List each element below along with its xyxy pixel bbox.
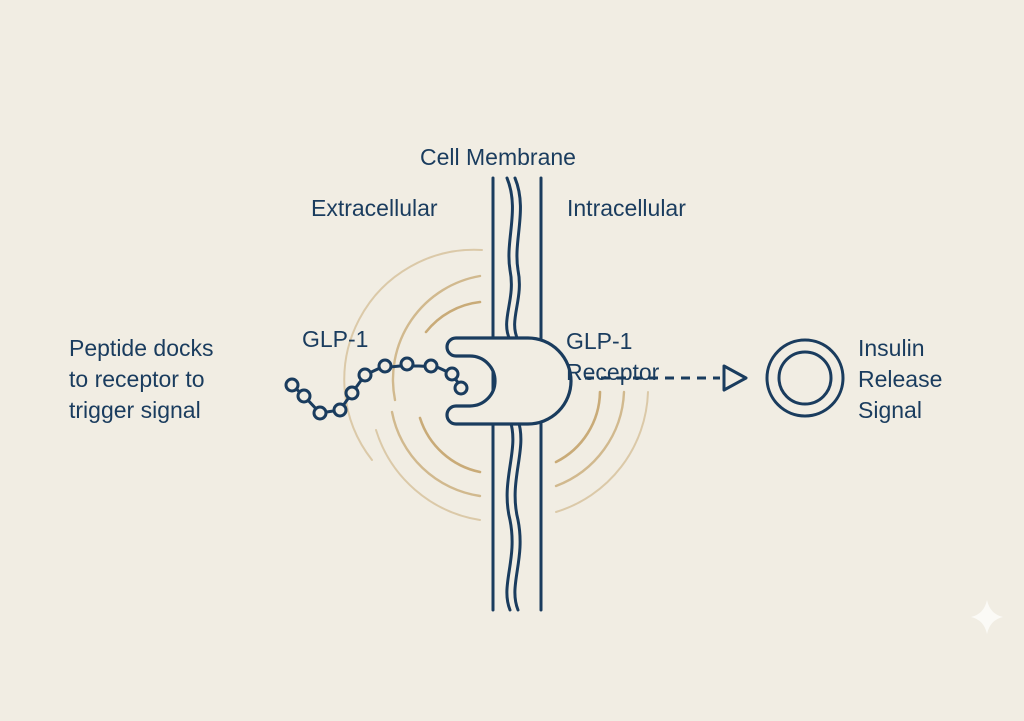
wave-arc — [375, 429, 481, 521]
arrowhead-icon — [722, 364, 748, 392]
amino-acid — [444, 366, 460, 382]
membrane-wave — [513, 176, 522, 342]
signal-waves-left — [343, 248, 483, 521]
amino-acid — [423, 358, 439, 374]
signal-waves-right — [554, 390, 649, 513]
glp1-label: GLP-1 — [302, 326, 369, 352]
inner-ring — [777, 350, 833, 406]
glp1-receptor-shape — [445, 336, 573, 426]
signal-arrow — [585, 364, 748, 392]
insulin-label-line: Release — [858, 366, 943, 392]
amino-acid — [399, 356, 415, 372]
insulin-label-line: Insulin — [858, 335, 925, 361]
receptor-label: GLP-1 Receptor — [566, 326, 659, 388]
outer-ring — [765, 338, 845, 418]
wave-arc — [554, 390, 626, 488]
extracellular-label: Extracellular — [311, 195, 438, 221]
cell-membrane — [491, 176, 543, 612]
membrane-wave — [505, 418, 515, 612]
amino-acid — [344, 385, 360, 401]
wave-arc — [391, 274, 482, 402]
insulin-label: Insulin Release Signal — [858, 333, 942, 426]
amino-acid — [332, 402, 348, 418]
receptor-label-line: GLP-1 — [566, 328, 633, 354]
membrane-title: Cell Membrane — [420, 144, 576, 170]
wave-arc — [343, 248, 483, 461]
receptor-label-line: Receptor — [566, 359, 660, 385]
intracellular-label: Intracellular — [567, 195, 686, 221]
wave-arc — [554, 390, 602, 464]
docking-note-line: trigger signal — [69, 397, 201, 423]
wave-arc — [390, 410, 482, 498]
docking-note: Peptide docks to receptor to trigger sig… — [69, 333, 213, 426]
amino-acid — [312, 405, 328, 421]
wave-arc — [555, 391, 649, 513]
amino-acid — [377, 358, 393, 374]
target-ring-icon — [765, 338, 845, 418]
insulin-label-line: Signal — [858, 397, 922, 423]
peptide-backbone — [290, 364, 463, 415]
amino-acid — [453, 380, 469, 396]
docking-note-line: to receptor to — [69, 366, 205, 392]
amino-acid — [296, 388, 312, 404]
membrane-wave — [505, 176, 514, 342]
glp1-peptide-chain — [284, 356, 469, 421]
docking-note-line: Peptide docks — [69, 335, 214, 361]
wave-arc — [424, 300, 482, 334]
membrane-wave — [513, 418, 523, 612]
wave-arc — [418, 416, 482, 474]
sparkle-icon — [971, 600, 1003, 634]
amino-acid — [284, 377, 300, 393]
amino-acid — [357, 367, 373, 383]
